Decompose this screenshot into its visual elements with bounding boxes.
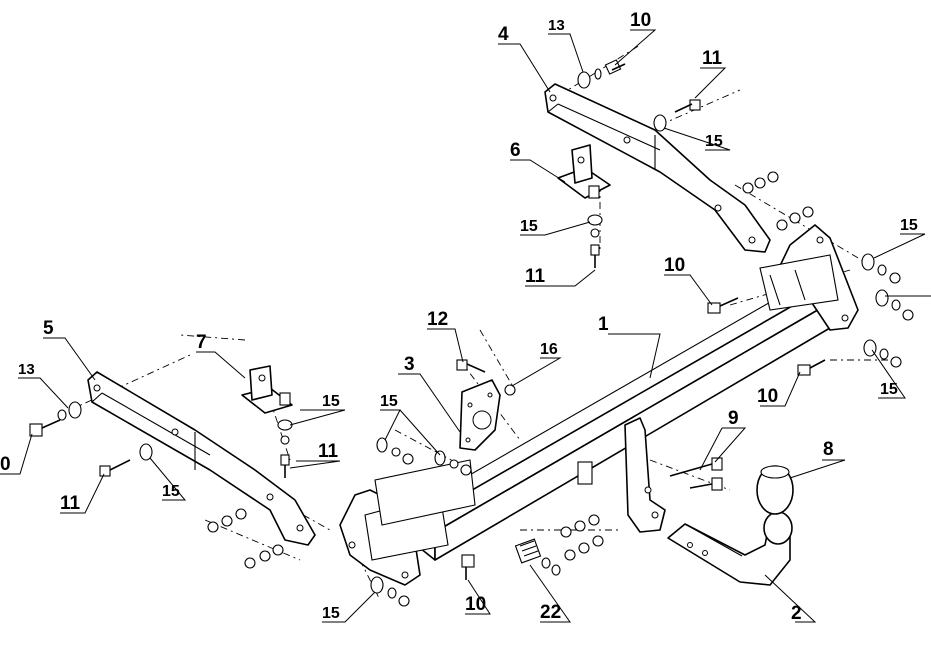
- mounting-clip-left: [241, 365, 293, 414]
- callout-6: 6: [510, 140, 521, 161]
- callout-13-left: 13: [18, 361, 35, 378]
- callout-15-right-lower: 15: [880, 381, 898, 398]
- callout-10-left-edge: 0: [0, 454, 11, 475]
- mounting-clip-upper: [557, 144, 611, 199]
- ball-cap: [756, 465, 794, 515]
- callout-7: 7: [196, 332, 207, 353]
- callout-15-top: 15: [705, 133, 723, 150]
- callout-15-upper-clip: 15: [520, 218, 538, 235]
- callout-11-upper: 11: [525, 266, 546, 287]
- callout-10-middle: 10: [664, 255, 685, 276]
- callout-9: 9: [728, 408, 739, 429]
- socket-plate: [459, 379, 501, 451]
- leader-lines: [0, 29, 931, 623]
- callout-2: 2: [791, 603, 802, 624]
- callout-11-left: 11: [60, 493, 81, 514]
- callout-10-top: 10: [630, 10, 651, 31]
- callout-12: 12: [427, 309, 448, 330]
- crossbar-main: [339, 224, 859, 586]
- callout-4: 4: [498, 24, 509, 45]
- callout-11-top-right: 11: [702, 48, 723, 69]
- callout-15-middle: 15: [380, 393, 398, 410]
- part-callouts: 1 2 3 4 5 6 7 8 9 10 10 10 10 0 11 11 11…: [0, 10, 918, 624]
- side-bracket-right: [544, 83, 771, 253]
- callout-15-left-clip: 15: [322, 393, 340, 410]
- callout-16: 16: [540, 341, 558, 358]
- callout-11-middle-left: 11: [318, 441, 339, 462]
- callout-15-bottom: 15: [322, 605, 340, 622]
- callout-3: 3: [404, 354, 415, 375]
- callout-15-far-right: 15: [900, 217, 918, 234]
- callout-5: 5: [43, 318, 54, 339]
- callout-13-top: 13: [548, 17, 565, 34]
- callout-22: 22: [540, 602, 561, 623]
- spring: [514, 538, 561, 576]
- side-bracket-left: [87, 371, 316, 546]
- callout-15-left: 15: [162, 483, 180, 500]
- callout-1: 1: [598, 314, 609, 335]
- callout-10-right: 10: [757, 386, 778, 407]
- fasteners: [29, 59, 914, 607]
- callout-8: 8: [823, 439, 834, 460]
- tow-ball-neck: [667, 511, 793, 586]
- callout-10-bottom: 10: [465, 594, 486, 615]
